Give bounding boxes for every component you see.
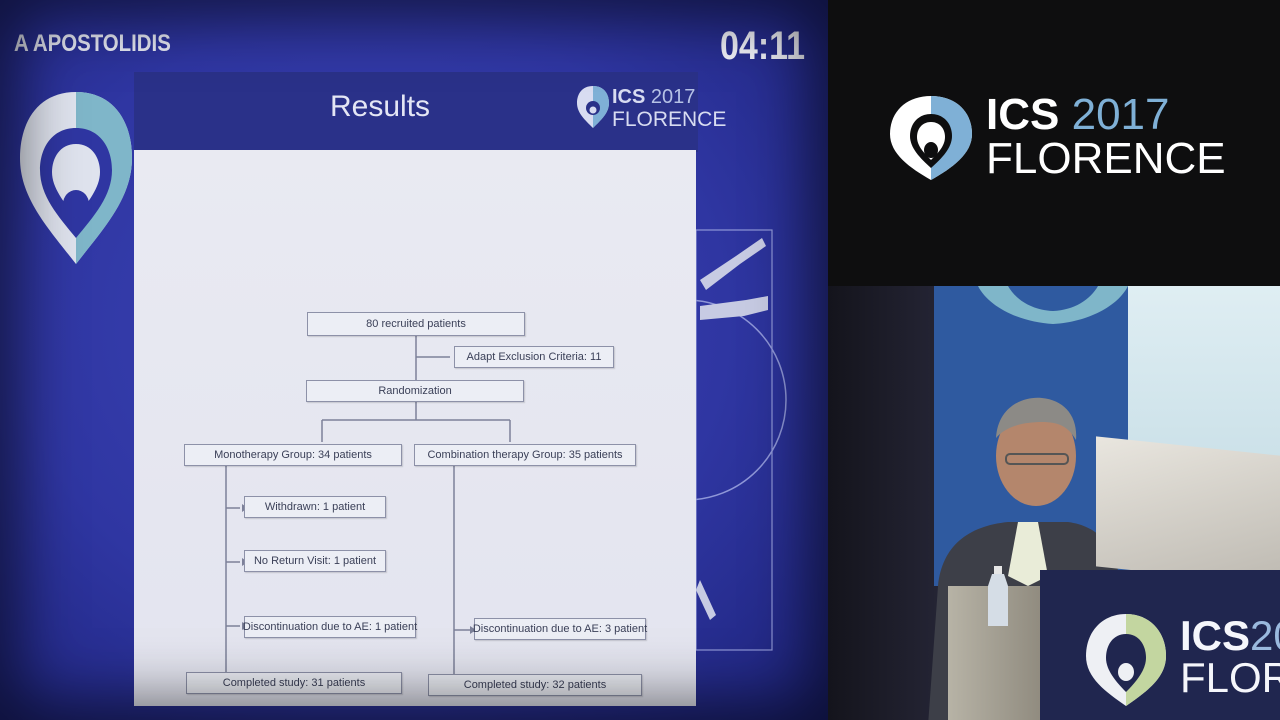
podium-logo-year: 20 [1250, 612, 1280, 659]
water-bottle [988, 566, 1008, 626]
mono-completed-box: Completed study: 31 patients [186, 672, 402, 694]
slide-body: 80 recruited patients Adapt Exclusion Cr… [134, 150, 696, 706]
ics-logo-icon [577, 86, 609, 128]
banner-logo-icon [978, 286, 1128, 324]
slide: Results ICS 2017 FLORENCE [134, 72, 726, 708]
randomization-box: Randomization [306, 380, 524, 402]
slide-logo-city: FLORENCE [612, 108, 727, 131]
recruited-box: 80 recruited patients [307, 312, 525, 336]
ics-logo-icon [890, 96, 972, 180]
slide-logo-ics: ICS [612, 86, 646, 108]
slide-logo-brand: ICS 2017 [612, 86, 695, 109]
brand-logo-line1: ICS 2017 [986, 92, 1169, 138]
consort-flowchart: 80 recruited patients Adapt Exclusion Cr… [134, 150, 696, 706]
brand-panel: ICS 2017 FLORENCE [828, 0, 1280, 286]
exclusion-box: Adapt Exclusion Criteria: 11 [454, 346, 614, 368]
combo-completed-box: Completed study: 32 patients [428, 674, 642, 696]
mono-discontinued-box: Discontinuation due to AE: 1 patient [243, 616, 417, 638]
stage-background [828, 286, 938, 720]
brand-logo-ics: ICS [986, 90, 1060, 139]
slide-header-logo: ICS 2017 FLORENCE [576, 84, 726, 136]
combo-discontinued-box: Discontinuation due to AE: 3 patient [473, 618, 647, 640]
laptop [1096, 436, 1280, 586]
brand-logo-city: FLORENCE [986, 134, 1226, 183]
slide-header: Results ICS 2017 FLORENCE [134, 72, 726, 152]
ics-logo-icon [1086, 614, 1166, 706]
podium-logo-ics: ICS [1180, 612, 1251, 659]
podium-logo-city: FLORE [1180, 654, 1280, 701]
combination-group-box: Combination therapy Group: 35 patients [414, 444, 636, 466]
mono-no-return-box: No Return Visit: 1 patient [244, 550, 386, 572]
ics-logo-icon [20, 92, 132, 264]
mono-withdrawn-box: Withdrawn: 1 patient [244, 496, 386, 518]
speaker-name: A APOSTOLIDIS [14, 30, 171, 57]
slide-logo-year: 2017 [650, 86, 696, 108]
monotherapy-group-box: Monotherapy Group: 34 patients [184, 444, 402, 466]
slide-title: Results [330, 90, 431, 123]
brand-logo-year: 2017 [1071, 90, 1170, 139]
projected-slide-screen: A APOSTOLIDIS 04:11 Results ICS 2017 FLO… [0, 0, 828, 720]
vitruvian-decoration [696, 229, 787, 651]
presentation-timer: 04:11 [720, 24, 806, 68]
